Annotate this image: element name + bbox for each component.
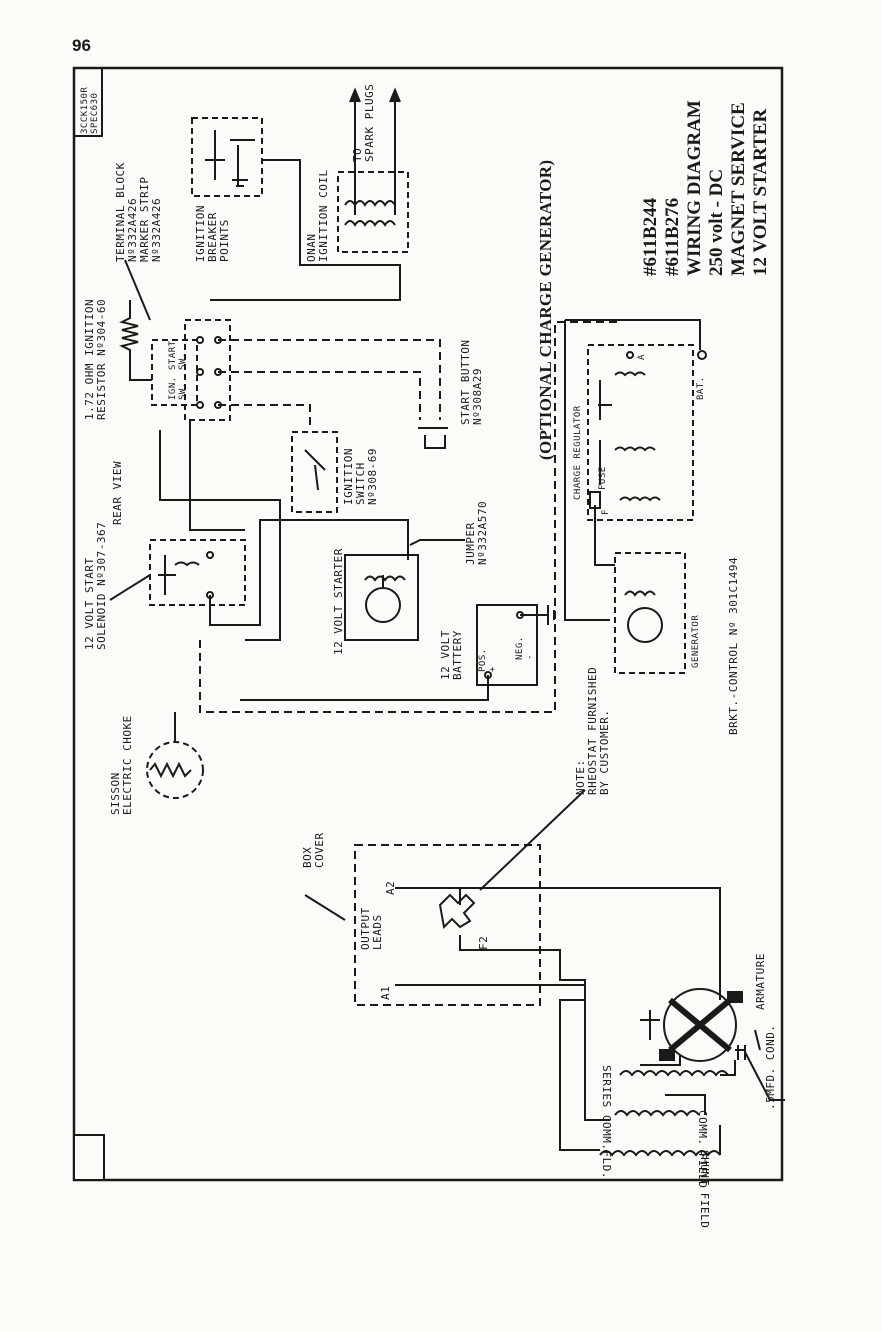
start-sw-label: START SW.: [168, 340, 188, 370]
generator-label: GENERATOR: [691, 614, 701, 668]
armature-label: ARMATURE: [754, 953, 767, 1010]
reg-a-label: A: [637, 354, 647, 360]
note-label: NOTE: RHEOSTAT FURNISHED BY CUSTOMER.: [574, 666, 611, 795]
f2-label: F2: [477, 935, 490, 950]
charge-regulator: [587, 344, 694, 521]
breaker-points-box: [191, 117, 263, 197]
box-cover-label: BOX COVER: [301, 832, 326, 868]
ignition-resistor: [119, 300, 152, 381]
bracket-label: BRKT.-CONTROL Nº 301C1494: [727, 556, 740, 735]
resistor-label: 1.72 OHM IGNITION RESISTOR Nº304-60: [83, 298, 108, 420]
coil-primary: [344, 200, 396, 207]
diagram-title: WIRING DIAGRAM: [684, 100, 705, 276]
terminal-block-label: TERMINAL BLOCK Nº332A426 MARKER STRIP Nº…: [114, 162, 163, 262]
service-type: MAGNET SERVICE: [728, 102, 749, 276]
reg-bat-label: BAT.: [696, 376, 706, 400]
ign-sw-label: IGN. SW.: [168, 376, 188, 400]
ignition-coil-box: [337, 171, 409, 253]
a1-label: A1: [379, 985, 392, 1000]
reg-f-label: F: [601, 509, 611, 515]
output-leads-label: OUTPUT LEADS: [359, 907, 384, 950]
fuse-label: FUSE: [598, 466, 608, 490]
choke-label: SISSON ELECTRIC CHOKE: [109, 715, 134, 815]
voltage-rating: 250 volt - DC: [706, 168, 727, 276]
model-number-2: #611B276: [662, 197, 683, 276]
starter-motor: [365, 587, 401, 623]
generator-box: [614, 552, 686, 674]
terminal-block: [184, 319, 231, 421]
solenoid-label: 12 VOLT START SOLENOID Nº307-367: [83, 521, 108, 650]
condenser: [735, 1045, 746, 1060]
page-frame: [72, 66, 784, 1182]
optional-heading: (OPTIONAL CHARGE GENERATOR): [536, 159, 555, 460]
shunt-field-label: SHUNT FIELD: [698, 1150, 711, 1229]
coil-secondary: [344, 220, 396, 227]
start-button: [418, 427, 448, 449]
jumper-label: JUMPER Nº332A570: [464, 500, 489, 565]
a2-label: A2: [384, 880, 397, 895]
charge-regulator-label: CHARGE REGULATOR: [573, 405, 583, 500]
series-field: [619, 1070, 729, 1077]
armature: [663, 988, 737, 1062]
starter-box: [344, 554, 419, 641]
output-box: [354, 844, 541, 1006]
breaker-points-label: IGNITION BREAKER POINTS: [194, 205, 231, 262]
rheostat: [438, 893, 476, 930]
battery-label: 12 VOLT BATTERY: [439, 630, 464, 680]
corner-code-box: [73, 67, 103, 137]
starter-label: 12 VOLT STARTER: [332, 548, 345, 655]
ignition-switch: [291, 431, 338, 513]
generator-motor: [627, 607, 663, 643]
ignition-coil-label: ONAN IGNITION COIL: [305, 169, 330, 262]
page-number: 96: [72, 36, 91, 55]
ignition-switch-label: IGNITION SWITCH Nº308-69: [342, 448, 379, 505]
battery-box: [476, 604, 538, 686]
shunt-field: [599, 1150, 721, 1157]
starter-type: 12 VOLT STARTER: [750, 108, 771, 276]
start-button-label: START BUTTON Nº308A29: [459, 339, 484, 425]
battery-neg-label: NEG. -: [515, 636, 535, 660]
page-tab: [73, 1134, 105, 1181]
series-field-label: SERIES COMM.FLD.: [600, 1065, 613, 1179]
rear-view-label: REAR VIEW: [111, 460, 124, 525]
condenser-label: .5MFD. COND.: [764, 1024, 777, 1110]
title-block: #611B244 #611B276 WIRING DIAGRAM 250 vol…: [640, 100, 772, 276]
ign-start-switch: [151, 339, 198, 406]
comm-field: [614, 1110, 700, 1117]
corner-code: 3CCK150R SPEC630: [80, 86, 100, 134]
model-number-1: #611B244: [640, 197, 661, 276]
spark-plugs-label: TO SPARK PLUGS: [351, 83, 376, 162]
battery-pos-label: POS. +: [478, 648, 498, 672]
